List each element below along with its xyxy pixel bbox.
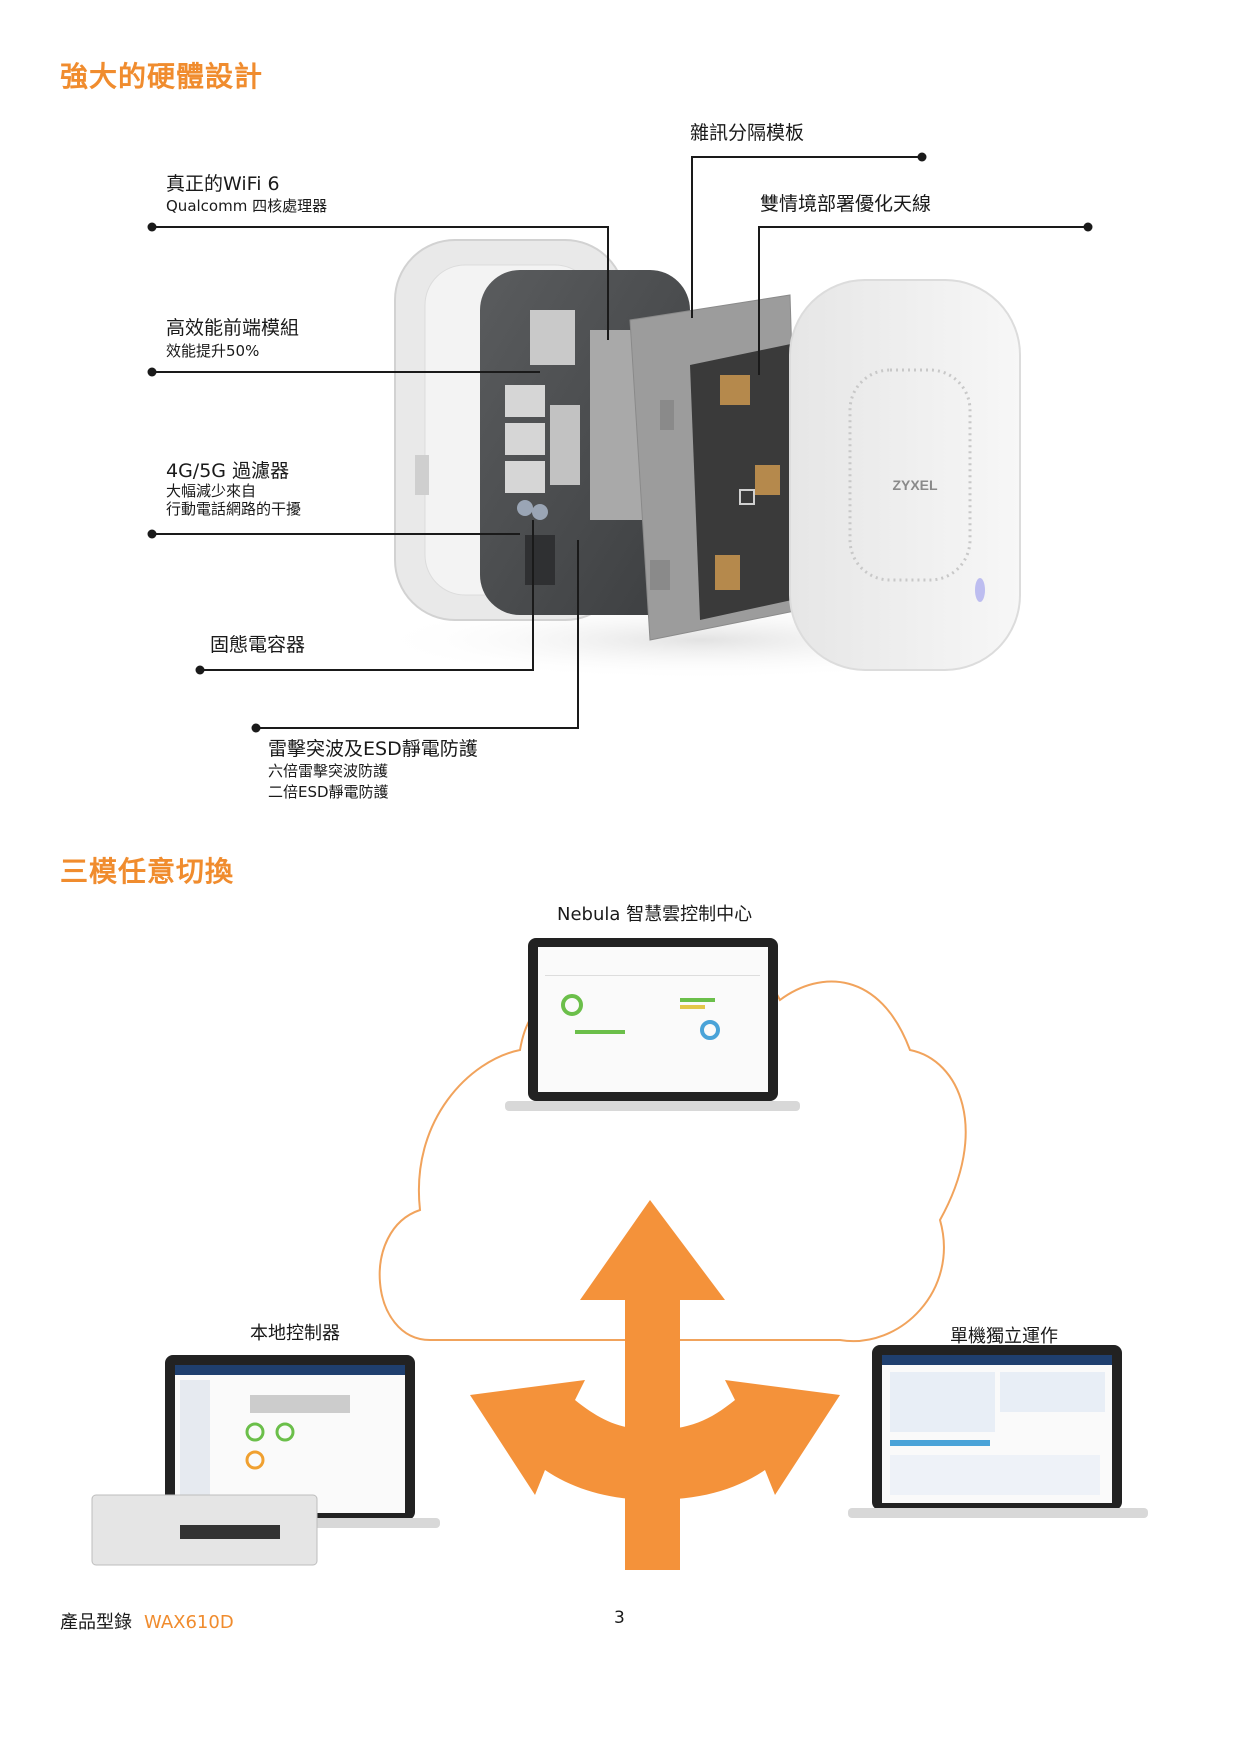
callout-noise-plate: 雜訊分隔模板 (690, 122, 805, 144)
callout-wifi6-sub: Qualcomm 四核處理器 (166, 197, 328, 215)
callout-filter-sub1: 大幅減少來自 (166, 482, 257, 500)
callout-surge-sub2: 二倍ESD靜電防護 (268, 783, 389, 801)
callout-wifi6-title: 真正的WiFi 6 (166, 173, 280, 195)
callout-lines (152, 156, 1088, 729)
mode-standalone-label: 單機獨立運作 (950, 1326, 1058, 1347)
section-title-hardware: 強大的硬體設計 (60, 60, 264, 93)
callout-frontend-sub: 效能提升50% (166, 342, 260, 360)
callout-capacitor: 固態電容器 (210, 634, 306, 656)
callout-filter-title: 4G/5G 過濾器 (166, 460, 290, 482)
footer-catalog: 產品型錄 WAX610D (60, 1608, 234, 1634)
callout-antenna: 雙情境部署優化天線 (760, 193, 932, 215)
callout-surge-title: 雷擊突波及ESD靜電防護 (268, 738, 478, 760)
laptop-local (91, 1355, 440, 1566)
front-cover (789, 279, 1021, 671)
callout-filter-sub2: 行動電話網路的干擾 (166, 500, 302, 518)
device-logo: ZYXEL (892, 477, 938, 493)
footer-model: WAX610D (144, 1612, 234, 1633)
callout-frontend-title: 高效能前端模組 (166, 317, 300, 339)
three-way-arrow-icon (470, 1200, 840, 1570)
callout-dots (147, 152, 1093, 733)
section-title-modes: 三模任意切換 (60, 855, 235, 888)
callout-surge-sub1: 六倍雷擊突波防護 (268, 762, 389, 780)
antenna-board (690, 340, 815, 620)
mode-nebula-label: Nebula 智慧雲控制中心 (557, 904, 753, 925)
laptop-standalone (848, 1345, 1148, 1518)
laptop-nebula (505, 938, 800, 1111)
footer-catalog-text: 產品型錄 (60, 1612, 132, 1633)
page-number: 3 (614, 1608, 625, 1628)
mode-local-label: 本地控制器 (250, 1323, 340, 1344)
